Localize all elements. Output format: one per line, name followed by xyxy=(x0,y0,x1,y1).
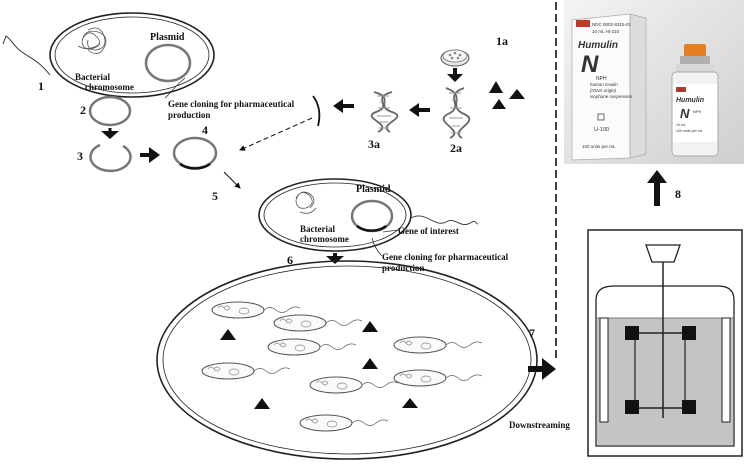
vial-letter: N xyxy=(680,106,690,121)
gene-cloning-label-top: Gene cloning for pharmaceutical xyxy=(168,99,295,109)
box-volume: 10 mL HI-310 xyxy=(592,29,620,34)
bacteria-colony xyxy=(201,301,483,432)
gene-insertion-arrow xyxy=(239,117,313,151)
cut-plasmid xyxy=(89,143,132,173)
production-label-mid: production xyxy=(382,263,424,273)
box-strength: U-100 xyxy=(594,127,609,133)
step-label-5: 5 xyxy=(212,189,218,203)
step-label-6: 6 xyxy=(287,253,293,267)
box-letter: N xyxy=(581,51,599,78)
bacterial-label-top: Bacterial xyxy=(75,72,110,82)
gene-fragment xyxy=(312,95,321,127)
vial-maker: Lilly xyxy=(678,88,684,92)
insulin-triangles-dish xyxy=(220,321,418,409)
step-label-4: 4 xyxy=(202,123,208,137)
gene-cloning-label-mid: Gene cloning for pharmaceutical xyxy=(382,252,509,262)
step-label-2a: 2a xyxy=(450,141,462,155)
insulin-triangles-top xyxy=(489,81,525,109)
gene-of-interest-label: Gene of interest xyxy=(398,226,459,236)
chromosome-tangle xyxy=(77,27,107,54)
vial-line1: NPH xyxy=(693,109,702,114)
dna-helix-3a xyxy=(370,91,399,133)
insulin-vial: Lilly Humulin N NPH 10 mL 100 units per … xyxy=(671,44,719,157)
step-label-1: 1 xyxy=(38,79,44,93)
box-desc1: NPH xyxy=(596,76,607,82)
box-brand: Humulin xyxy=(578,40,618,51)
plasmid-label-mid: Plasmid xyxy=(356,184,391,195)
box-desc3: (rDNA origin) xyxy=(590,88,617,93)
culture-dish xyxy=(156,260,538,460)
vial-brand: Humulin xyxy=(676,97,704,104)
vial-line3: 100 units per mL xyxy=(676,129,703,133)
plasmid-label-top: Plasmid xyxy=(150,32,185,43)
box-concentration: 100 units per mL xyxy=(582,144,616,149)
step-label-7: 7 xyxy=(529,326,535,340)
step-label-8: 8 xyxy=(675,187,681,201)
box-ndc: NDC 0002-8315-01 xyxy=(592,22,632,27)
recombinant-plasmid xyxy=(172,136,218,170)
insulin-product-photo: NDC 0002-8315-01 10 mL HI-310 Humulin N … xyxy=(564,0,744,164)
step-label-2: 2 xyxy=(80,103,86,117)
insulin-box: NDC 0002-8315-01 10 mL HI-310 Humulin N … xyxy=(571,13,647,161)
downstreaming-label: Downstreaming xyxy=(509,420,570,430)
extracted-plasmid xyxy=(88,95,132,127)
plasmid-ring-top xyxy=(144,43,192,83)
petri-dish-1a xyxy=(440,49,470,67)
chromosome-label-mid: chromosome xyxy=(300,234,349,244)
step-label-3a: 3a xyxy=(368,137,380,151)
chromosome-label-top: chromosome xyxy=(85,82,134,92)
bioreactor xyxy=(587,229,743,457)
step-label-1a: 1a xyxy=(496,34,508,48)
step-label-3: 3 xyxy=(77,149,83,163)
production-label-top: production xyxy=(168,110,210,120)
box-desc2: human insulin xyxy=(590,82,618,87)
vial-line2: 10 mL xyxy=(676,123,686,127)
recombinant-bacterium xyxy=(258,178,479,252)
bacterial-label-mid: Bacterial xyxy=(300,224,335,234)
source-bacterium xyxy=(2,12,215,98)
box-desc4: isophane suspension xyxy=(590,94,633,99)
dna-helix-2a xyxy=(442,87,471,139)
